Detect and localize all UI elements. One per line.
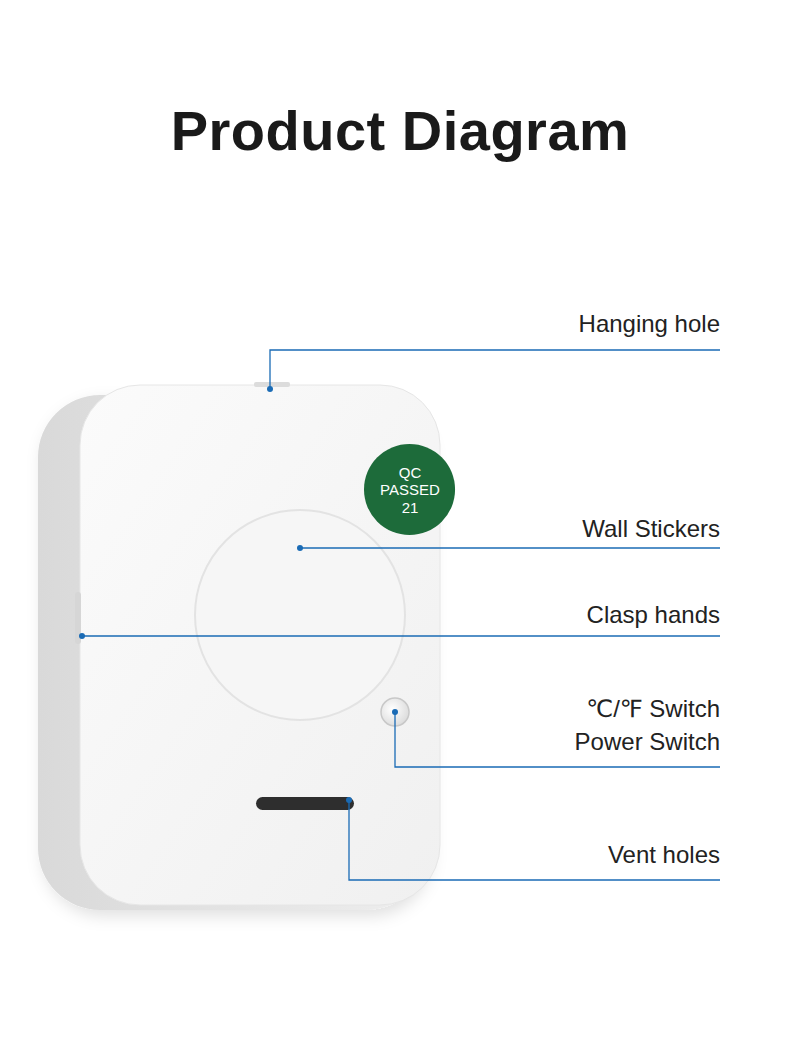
title-row: Product Diagram (0, 98, 800, 163)
vent-slot (256, 797, 354, 810)
hanging-hole (254, 382, 290, 387)
part-label: Power Switch (575, 728, 720, 755)
part-label: Clasp hands (587, 601, 720, 628)
callout-label-box: ℃/℉ Switch (586, 695, 720, 723)
page-title: Product Diagram (171, 99, 630, 162)
leader-lines (82, 350, 720, 880)
callout-label-box: Power Switch (575, 728, 720, 756)
part-label: Wall Stickers (582, 515, 720, 542)
qc-sticker: QC PASSED 21 (364, 444, 455, 535)
callout-label-box: Wall Stickers (582, 515, 720, 543)
callout-label-box: Hanging hole (579, 310, 720, 338)
part-label: Vent holes (608, 841, 720, 868)
leader-dots (79, 386, 398, 803)
wall-sticker-circle (195, 510, 405, 720)
part-label: Hanging hole (579, 310, 720, 337)
part-label: ℃/℉ Switch (586, 695, 720, 722)
callout-label-box: Vent holes (608, 841, 720, 869)
sticker-text: QC PASSED 21 (380, 464, 440, 516)
callout-label-box: Clasp hands (587, 601, 720, 629)
